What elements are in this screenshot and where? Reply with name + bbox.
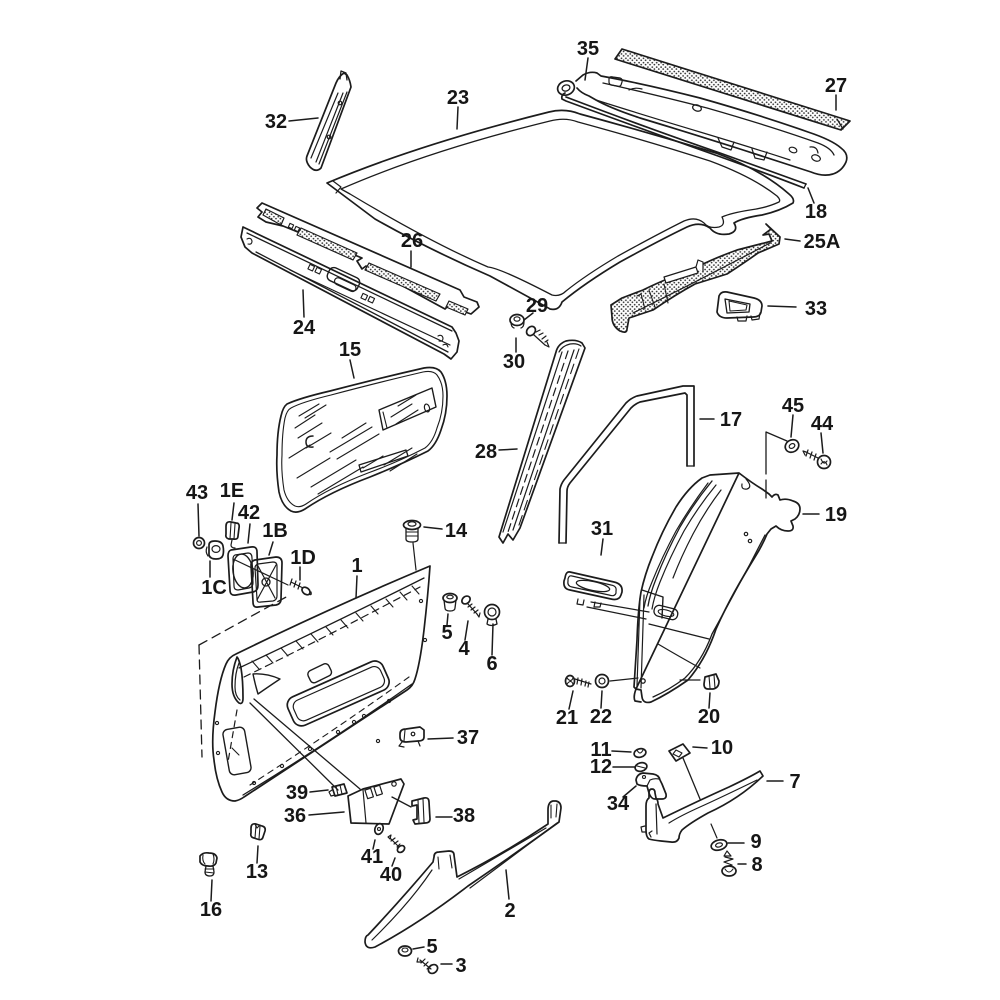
svg-text:17: 17 bbox=[720, 409, 742, 431]
svg-text:16: 16 bbox=[200, 899, 222, 921]
svg-text:8: 8 bbox=[751, 854, 762, 876]
svg-text:1: 1 bbox=[351, 555, 362, 577]
svg-text:36: 36 bbox=[284, 805, 306, 827]
svg-text:21: 21 bbox=[556, 707, 578, 729]
svg-text:37: 37 bbox=[457, 727, 479, 749]
svg-text:22: 22 bbox=[590, 706, 612, 728]
svg-text:9: 9 bbox=[750, 831, 761, 853]
svg-text:27: 27 bbox=[825, 75, 847, 97]
svg-text:2: 2 bbox=[504, 900, 515, 922]
svg-text:31: 31 bbox=[591, 518, 613, 540]
svg-text:29: 29 bbox=[526, 295, 548, 317]
svg-text:25A: 25A bbox=[804, 231, 841, 253]
svg-text:19: 19 bbox=[825, 504, 847, 526]
svg-text:39: 39 bbox=[286, 782, 308, 804]
svg-text:28: 28 bbox=[475, 441, 497, 463]
svg-text:26: 26 bbox=[401, 230, 423, 252]
svg-text:13: 13 bbox=[246, 861, 268, 883]
svg-text:38: 38 bbox=[453, 805, 475, 827]
svg-text:41: 41 bbox=[361, 846, 383, 868]
svg-text:34: 34 bbox=[607, 793, 630, 815]
svg-text:20: 20 bbox=[698, 706, 720, 728]
svg-text:1E: 1E bbox=[220, 480, 244, 502]
svg-text:1B: 1B bbox=[262, 520, 288, 542]
svg-text:23: 23 bbox=[447, 87, 469, 109]
svg-text:1C: 1C bbox=[201, 577, 227, 599]
svg-text:30: 30 bbox=[503, 351, 525, 373]
svg-text:32: 32 bbox=[265, 111, 287, 133]
svg-text:7: 7 bbox=[789, 771, 800, 793]
svg-text:12: 12 bbox=[590, 756, 612, 778]
svg-text:14: 14 bbox=[445, 520, 468, 542]
svg-text:45: 45 bbox=[782, 395, 804, 417]
svg-text:24: 24 bbox=[293, 317, 316, 339]
svg-text:5: 5 bbox=[426, 936, 437, 958]
svg-text:4: 4 bbox=[458, 638, 470, 660]
svg-text:35: 35 bbox=[577, 38, 599, 60]
svg-text:6: 6 bbox=[486, 653, 497, 675]
svg-text:44: 44 bbox=[811, 413, 834, 435]
svg-text:5: 5 bbox=[441, 622, 452, 644]
svg-text:40: 40 bbox=[380, 864, 402, 886]
svg-text:43: 43 bbox=[186, 482, 208, 504]
svg-text:1D: 1D bbox=[290, 547, 316, 569]
svg-text:18: 18 bbox=[805, 201, 827, 223]
svg-text:33: 33 bbox=[805, 298, 827, 320]
svg-text:15: 15 bbox=[339, 339, 361, 361]
svg-text:11: 11 bbox=[590, 739, 611, 761]
svg-text:3: 3 bbox=[455, 955, 466, 977]
svg-text:42: 42 bbox=[238, 502, 260, 524]
svg-text:10: 10 bbox=[711, 737, 733, 759]
